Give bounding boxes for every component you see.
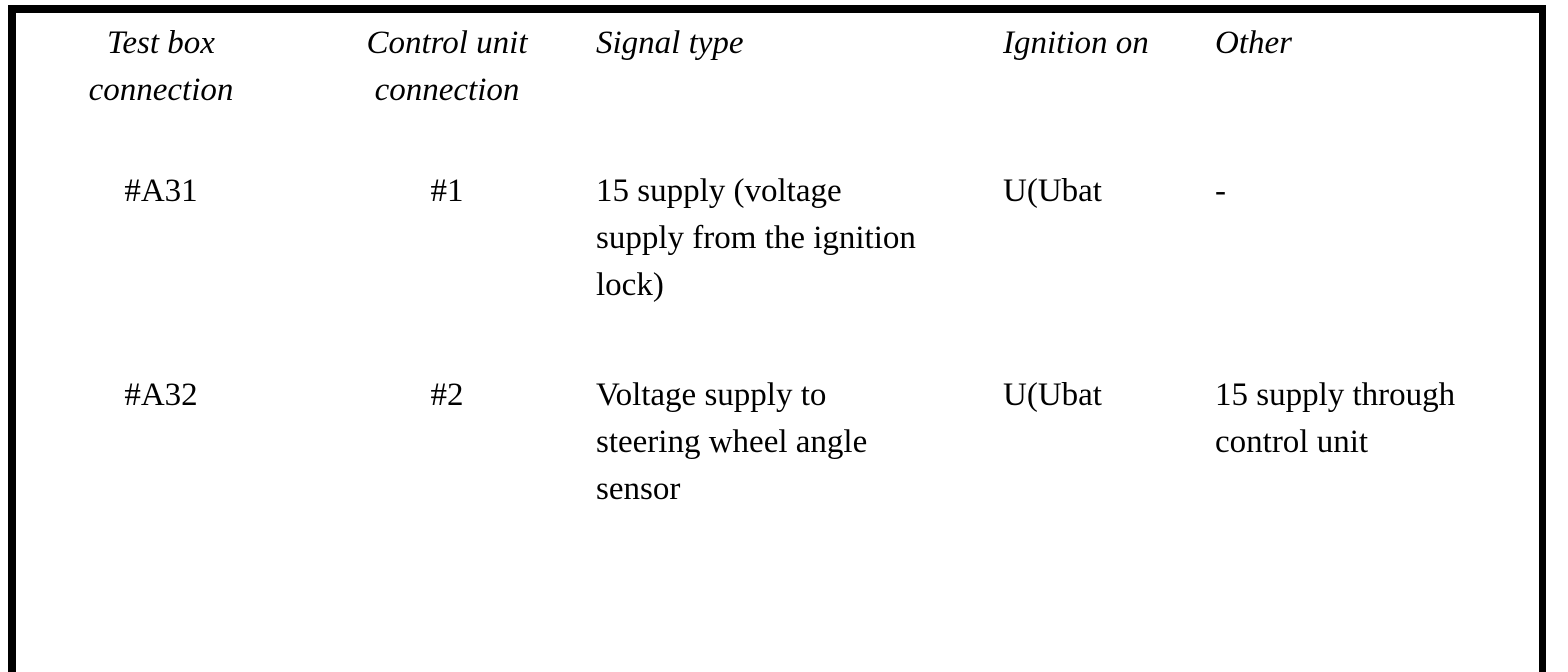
cell-ignition-on: U(Ubat (1003, 173, 1102, 209)
header-ignition-on: Ignition on (1003, 25, 1149, 61)
table-frame: Test box connection Control unit connect… (8, 5, 1546, 672)
table-header-row: Test box connection Control unit connect… (16, 20, 1539, 114)
cell-control-unit-connection: #2 (430, 377, 464, 413)
cell-signal-type: 15 supply (voltage supply from the ignit… (596, 173, 916, 303)
header-test-box-connection: Test box connection (88, 25, 234, 108)
table-row: #A31 #1 15 supply (voltage supply from t… (16, 168, 1539, 309)
cell-other: 15 supply through control unit (1215, 377, 1456, 460)
cell-test-box-connection: #A32 (124, 377, 198, 413)
cell-other: - (1215, 173, 1226, 209)
header-other: Other (1215, 25, 1292, 61)
cell-ignition-on: U(Ubat (1003, 377, 1102, 413)
table-row: #A32 #2 Voltage supply to steering wheel… (16, 372, 1539, 513)
cell-signal-type: Voltage supply to steering wheel angle s… (596, 377, 868, 507)
cell-control-unit-connection: #1 (430, 173, 464, 209)
header-signal-type: Signal type (596, 25, 744, 61)
header-control-unit-connection: Control unit connection (366, 25, 528, 108)
cell-test-box-connection: #A31 (124, 173, 198, 209)
